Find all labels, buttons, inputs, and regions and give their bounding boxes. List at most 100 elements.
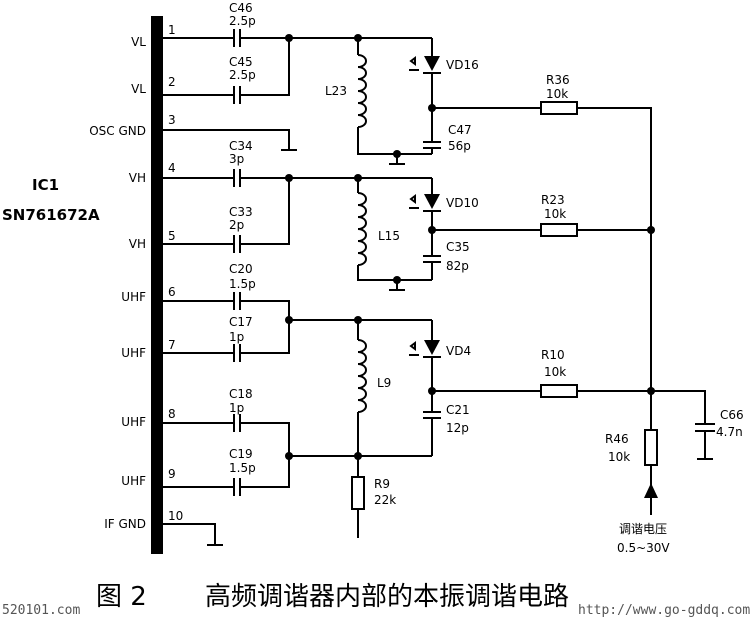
- wire: [163, 38, 290, 96]
- wire: [163, 456, 290, 488]
- res-ref: R46: [605, 432, 629, 446]
- capacitor-c46: [233, 29, 241, 47]
- res-value: 22k: [374, 493, 396, 507]
- cap-value: 2.5p: [229, 14, 256, 28]
- varactor-mark: [409, 341, 419, 356]
- ground: [389, 280, 405, 291]
- cap-value: 1p: [229, 401, 244, 415]
- diode-ref: VD16: [446, 58, 479, 72]
- pin-number: 10: [168, 509, 183, 523]
- cap-ref: C45: [229, 55, 253, 69]
- cap-value: 3p: [229, 152, 244, 166]
- res-ref: R36: [546, 73, 570, 87]
- res-ref: R9: [374, 477, 390, 491]
- capacitor-c66: [695, 423, 715, 460]
- pin-number: 2: [168, 75, 176, 89]
- cap-value: 56p: [448, 139, 471, 153]
- wire: [423, 356, 441, 412]
- inductor-ref: L23: [325, 84, 347, 98]
- input-arrow-icon: [644, 483, 658, 498]
- pin-label: VL: [131, 82, 146, 96]
- wire: [651, 390, 706, 424]
- pin-number: 3: [168, 113, 176, 127]
- pin-label: OSC GND: [89, 124, 146, 138]
- wire: [577, 107, 652, 391]
- varactor-vd16: [424, 56, 440, 71]
- cap-ref: C18: [229, 387, 253, 401]
- wire: [163, 422, 290, 456]
- inductor-ref: L9: [377, 376, 391, 390]
- pin-number: 1: [168, 23, 176, 37]
- cap-value: 2p: [229, 218, 244, 232]
- watermark-right: http://www.go-gddq.com: [578, 603, 750, 618]
- capacitor-c21: [423, 411, 441, 456]
- vh-section: C34 3p C33 2p L15 VD10 C35 82p R23 10k: [163, 139, 655, 291]
- pin-label: VH: [129, 171, 146, 185]
- varactor-mark: [409, 56, 419, 71]
- diode-ref: VD10: [446, 196, 479, 210]
- wire: [163, 320, 290, 354]
- watermark-left: 520101.com: [2, 603, 80, 618]
- resistor-r36: [540, 101, 578, 115]
- capacitor-c34: [233, 169, 241, 187]
- res-value: 10k: [546, 87, 568, 101]
- osc-gnd-ground: [163, 129, 297, 151]
- cap-ref: C20: [229, 262, 253, 276]
- inductor-l15: [357, 192, 367, 266]
- inductor-ref: L15: [378, 229, 400, 243]
- capacitor-c45: [233, 86, 241, 104]
- resistor-r46: [644, 429, 658, 466]
- cap-ref: C35: [446, 240, 470, 254]
- junction: [647, 226, 655, 234]
- pin-label: UHF: [121, 290, 146, 304]
- cap-ref: C34: [229, 139, 253, 153]
- ic-part: SN761672A: [2, 206, 100, 224]
- res-value: 10k: [544, 365, 566, 379]
- cap-value: 1.5p: [229, 461, 256, 475]
- cap-value: 12p: [446, 421, 469, 435]
- varactor-mark: [409, 194, 419, 209]
- pin-number: 9: [168, 467, 176, 481]
- if-gnd-ground: [163, 523, 223, 546]
- tuning-input: C66 4.7n R46 10k 调谐电压 0.5~30V: [605, 390, 744, 555]
- cap-value: 82p: [446, 259, 469, 273]
- res-value: 10k: [544, 207, 566, 221]
- pin-label: IF GND: [104, 517, 146, 531]
- cap-value: 2.5p: [229, 68, 256, 82]
- pin-number: 5: [168, 229, 176, 243]
- pin-label: UHF: [121, 346, 146, 360]
- pin-label: VH: [129, 237, 146, 251]
- tuning-range: 0.5~30V: [617, 541, 670, 555]
- res-value: 10k: [608, 450, 630, 464]
- pin-label: UHF: [121, 474, 146, 488]
- pin-number: 8: [168, 407, 176, 421]
- varactor-vd10: [424, 194, 440, 209]
- capacitor-c20: [233, 292, 241, 310]
- capacitor-c19: [233, 478, 241, 496]
- cap-ref: C33: [229, 205, 253, 219]
- cap-ref: C21: [446, 403, 470, 417]
- capacitor-c35: [423, 255, 441, 280]
- uhf-section: C20 1.5p C17 1p C18 1p C19 1.5p L9 R9 22…: [163, 262, 655, 538]
- pin-number: 6: [168, 285, 176, 299]
- pin-number: 4: [168, 161, 176, 175]
- res-ref: R23: [541, 193, 565, 207]
- cap-value: 1p: [229, 330, 244, 344]
- resistor-r9: [351, 476, 365, 510]
- capacitor-c47: [423, 141, 441, 154]
- inductor-l9: [357, 339, 367, 413]
- cap-value: 1.5p: [229, 277, 256, 291]
- inductor-l23: [357, 54, 367, 128]
- tuning-label: 调谐电压: [619, 522, 667, 536]
- ground: [389, 154, 405, 165]
- wire: [163, 300, 290, 320]
- res-ref: R10: [541, 348, 565, 362]
- figure-title: 高频调谐器内部的本振调谐电路: [205, 582, 569, 612]
- ic-pins: VL VL OSC GND VH VH UHF UHF UHF UHF IF G…: [89, 23, 183, 531]
- diode-ref: VD4: [446, 344, 471, 358]
- ic-body: [151, 16, 163, 554]
- cap-ref: C17: [229, 315, 253, 329]
- vl-section: C46 2.5p C45 2.5p L23 VD16 C47 56p R36: [163, 1, 652, 391]
- cap-value: 4.7n: [716, 425, 743, 439]
